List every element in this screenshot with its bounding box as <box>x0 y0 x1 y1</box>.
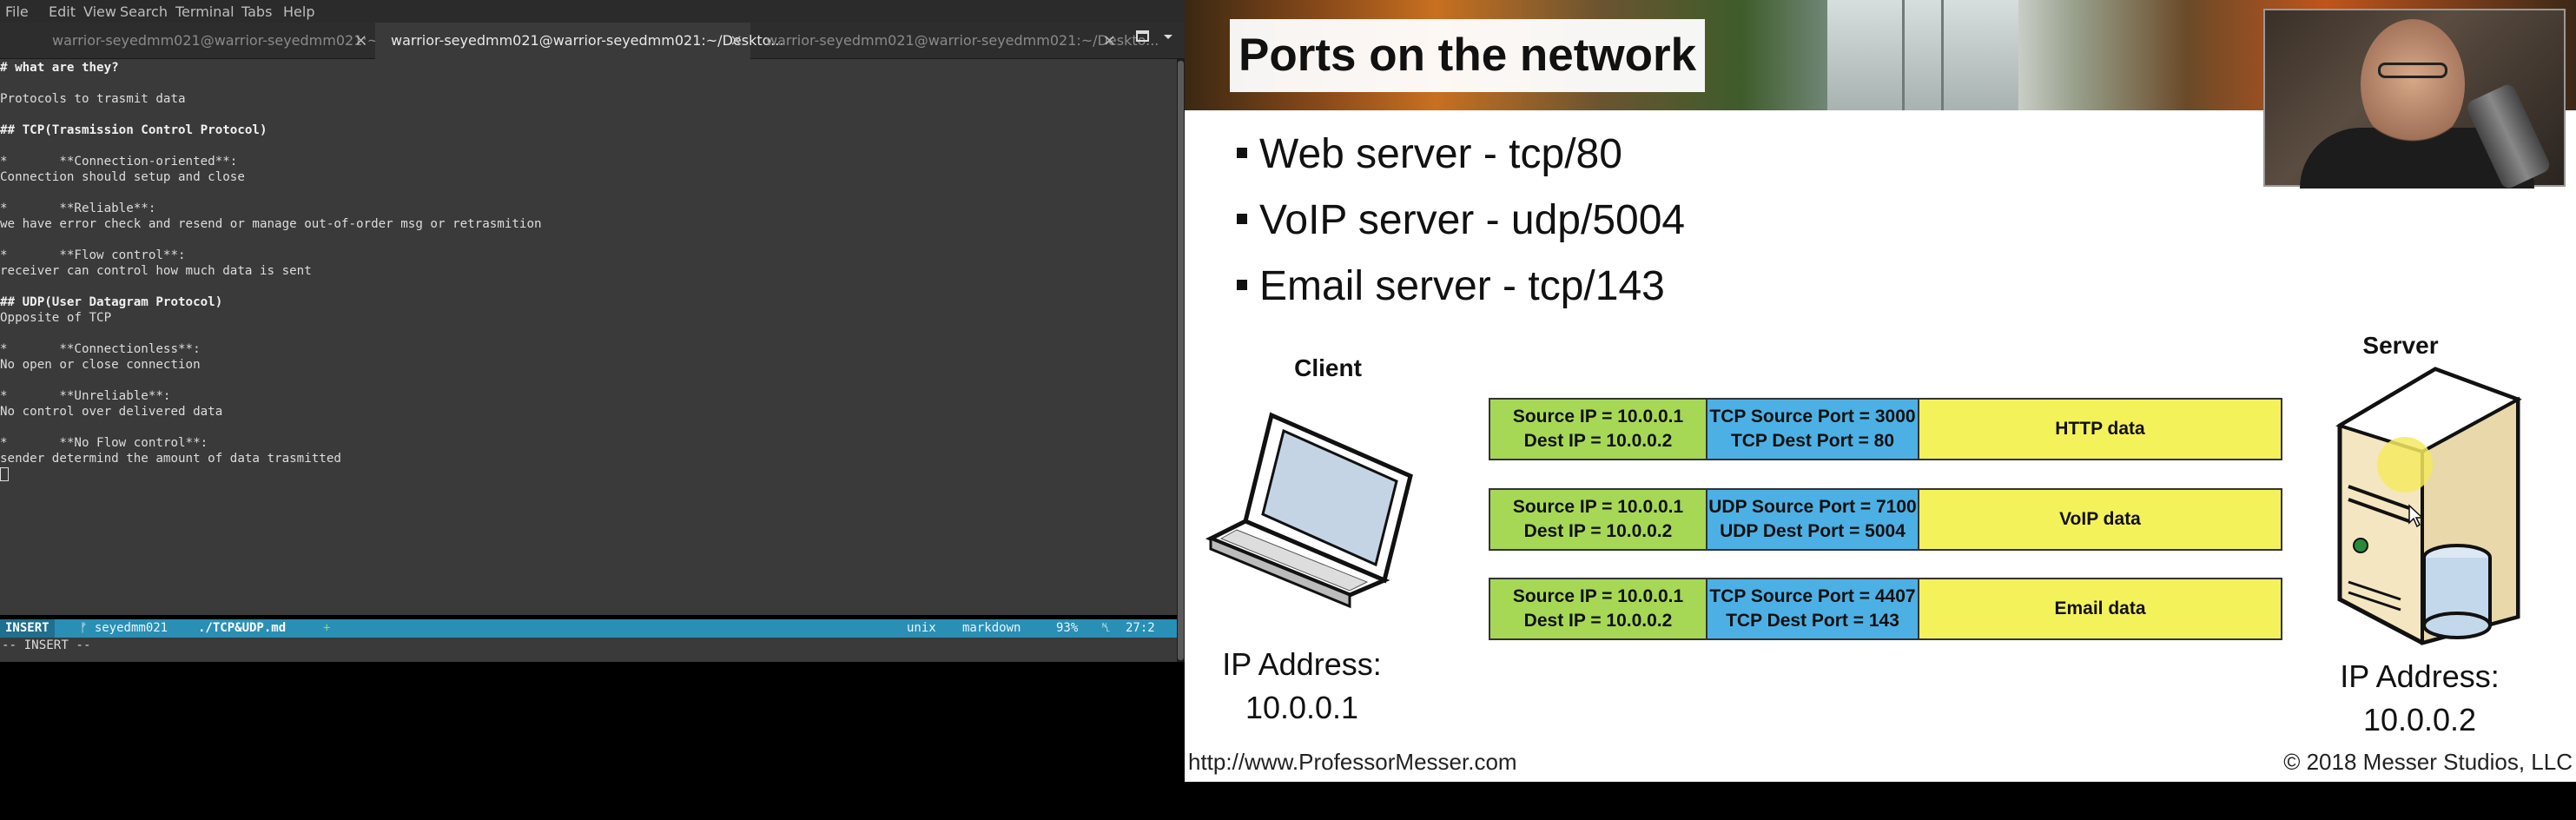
file-format: unix <box>907 621 936 635</box>
editor-line: receiver can control how much data is se… <box>0 264 312 278</box>
tab-bar: warrior-seyedmm021@warrior-seyedmm021:~ … <box>0 23 1185 59</box>
menu-tabs[interactable]: Tabs <box>241 3 273 20</box>
editor-line <box>0 279 1177 294</box>
packet-data-cell: Email data <box>1919 579 2281 638</box>
menu-terminal[interactable]: Terminal <box>175 3 234 20</box>
close-icon[interactable]: × <box>354 31 368 50</box>
menu-edit[interactable]: Edit <box>49 3 76 20</box>
scrollbar-thumb[interactable] <box>1178 61 1184 660</box>
close-icon[interactable]: × <box>1103 31 1117 50</box>
new-tab-icon[interactable] <box>1136 30 1150 48</box>
menu-bar: File Edit View Search Terminal Tabs Help <box>0 0 1185 23</box>
vim-statusline: INSERT ᚠ seyedmm021 ./TCP&UDP.md + unix … <box>0 619 1177 638</box>
tab-2[interactable]: warrior-seyedmm021@warrior-seyedmm021:~/… <box>375 23 783 59</box>
git-branch: ᚠ seyedmm021 <box>80 621 168 635</box>
bullet-icon <box>1237 214 1247 225</box>
cursor-position: 27:2 <box>1126 621 1155 635</box>
editor-line <box>0 420 1177 435</box>
server-ip: IP Address: 10.0.0.2 <box>2340 658 2500 737</box>
client-ip: IP Address: 10.0.0.1 <box>1222 646 1382 725</box>
menu-help[interactable]: Help <box>283 3 315 20</box>
editor-line <box>0 232 1177 248</box>
editor-line <box>0 138 1177 154</box>
presenter-webcam <box>2263 9 2566 191</box>
laptop-icon <box>1205 412 1413 609</box>
editor-line: * **Connectionless**: <box>0 342 201 356</box>
editor-line: ## UDP(User Datagram Protocol) <box>0 295 223 309</box>
footer-url: http://www.ProfessorMesser.com <box>1188 749 1517 775</box>
video-slide: Ports on the network Web server - tcp/80… <box>1185 0 2576 782</box>
tab-1[interactable]: warrior-seyedmm021@warrior-seyedmm021:~ … <box>0 23 379 59</box>
scroll-percent: 93% <box>1056 621 1079 635</box>
editor-line <box>0 107 1177 122</box>
editor-line: * **Flow control**: <box>0 248 186 262</box>
terminal-window: File Edit View Search Terminal Tabs Help… <box>0 0 1185 782</box>
close-icon[interactable]: × <box>730 31 743 50</box>
editor-line: Connection should setup and close <box>0 170 245 184</box>
cursor-line[interactable] <box>0 466 1177 482</box>
text-cursor <box>0 467 9 481</box>
server-icon <box>2335 367 2522 645</box>
menu-search[interactable]: Search <box>120 3 168 20</box>
editor-line: * **Reliable**: <box>0 202 156 215</box>
bullet-icon <box>1237 280 1247 291</box>
editor-line: * **No Flow control**: <box>0 436 208 450</box>
editor-line: No control over delivered data <box>0 405 223 419</box>
editor-line <box>0 326 1177 341</box>
editor-line: No open or close connection <box>0 358 201 372</box>
editor-line: we have error check and resend or manage… <box>0 217 542 231</box>
modified-flag: + <box>323 621 331 635</box>
editor-line <box>0 76 1177 91</box>
command-line: -- INSERT -- <box>0 638 1177 662</box>
mode-indicator: INSERT <box>0 619 55 638</box>
file-type: markdown <box>962 621 1021 635</box>
editor-line: * **Unreliable**: <box>0 389 171 403</box>
editor-line: ## TCP(Trasmission Control Protocol) <box>0 123 268 137</box>
editor-line <box>0 373 1177 388</box>
packet-data-cell: VoIP data <box>1919 490 2281 549</box>
editor-line <box>0 185 1177 201</box>
tab-title: warrior-seyedmm021@warrior-seyedmm021:~/… <box>766 32 1159 49</box>
menu-file[interactable]: File <box>5 3 29 20</box>
tab-title: warrior-seyedmm021@warrior-seyedmm021:~ <box>52 32 380 49</box>
bullet-icon <box>1237 148 1247 159</box>
chevron-down-icon[interactable] <box>1162 30 1174 48</box>
editor-line: # what are they? <box>0 61 119 75</box>
packet-data-cell: HTTP data <box>1919 400 2281 459</box>
editor-line: Protocols to trasmit data <box>0 92 186 106</box>
tab-title: warrior-seyedmm021@warrior-seyedmm021:~/… <box>391 32 784 49</box>
slide-title: Ports on the network <box>1230 19 1706 92</box>
bridge-image <box>1827 0 2018 110</box>
footer-copyright: © 2018 Messer Studios, LLC <box>2283 749 2573 775</box>
menu-view[interactable]: View <box>83 3 116 20</box>
tab-3[interactable]: warrior-seyedmm021@warrior-seyedmm021:~/… <box>750 23 1159 59</box>
editor-line: sender determind the amount of data tras… <box>0 452 341 466</box>
client-label: Client <box>1294 354 1362 381</box>
editor-line: * **Connection-oriented**: <box>0 155 238 169</box>
editor-line: Opposite of TCP <box>0 311 112 325</box>
file-name: ./TCP&UDP.md <box>198 621 287 635</box>
line-number-icon: ␤ <box>1101 621 1112 635</box>
bullet-item: Web server - tcp/80 <box>1237 130 1622 178</box>
vim-editor[interactable]: # what are they? Protocols to trasmit dat… <box>0 59 1177 615</box>
bullet-item: Email server - tcp/143 <box>1237 262 1665 310</box>
server-label: Server <box>2362 332 2439 359</box>
bullet-item: VoIP server - udp/5004 <box>1237 196 1685 244</box>
